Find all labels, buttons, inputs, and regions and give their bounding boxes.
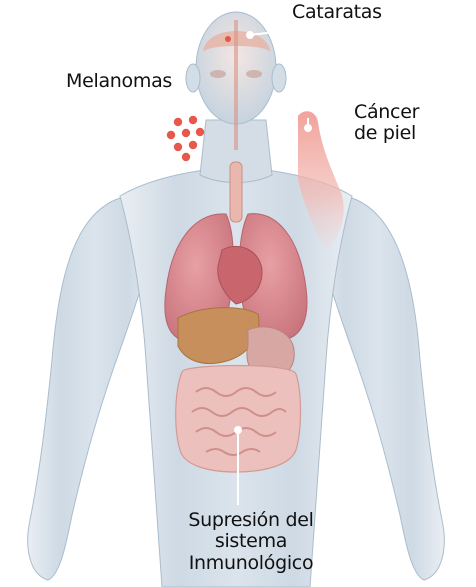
supresion-label-line3: Inmunológico — [176, 553, 326, 574]
trachea — [230, 162, 242, 222]
cancer-label-line2: de piel — [354, 123, 419, 144]
cataract-spot — [225, 36, 231, 42]
cancer-de-piel-label: Cáncer de piel — [354, 102, 419, 145]
cataratas-label: Cataratas — [292, 2, 382, 23]
melanoma-dots — [167, 116, 204, 161]
supresion-label-line2: sistema — [176, 531, 326, 552]
supresion-inmunologica-label: Supresión del sistema Inmunológico — [176, 510, 326, 574]
cancer-label-line1: Cáncer — [354, 102, 419, 123]
melanomas-label: Melanomas — [66, 71, 172, 92]
supresion-label-line1: Supresión del — [176, 510, 326, 531]
